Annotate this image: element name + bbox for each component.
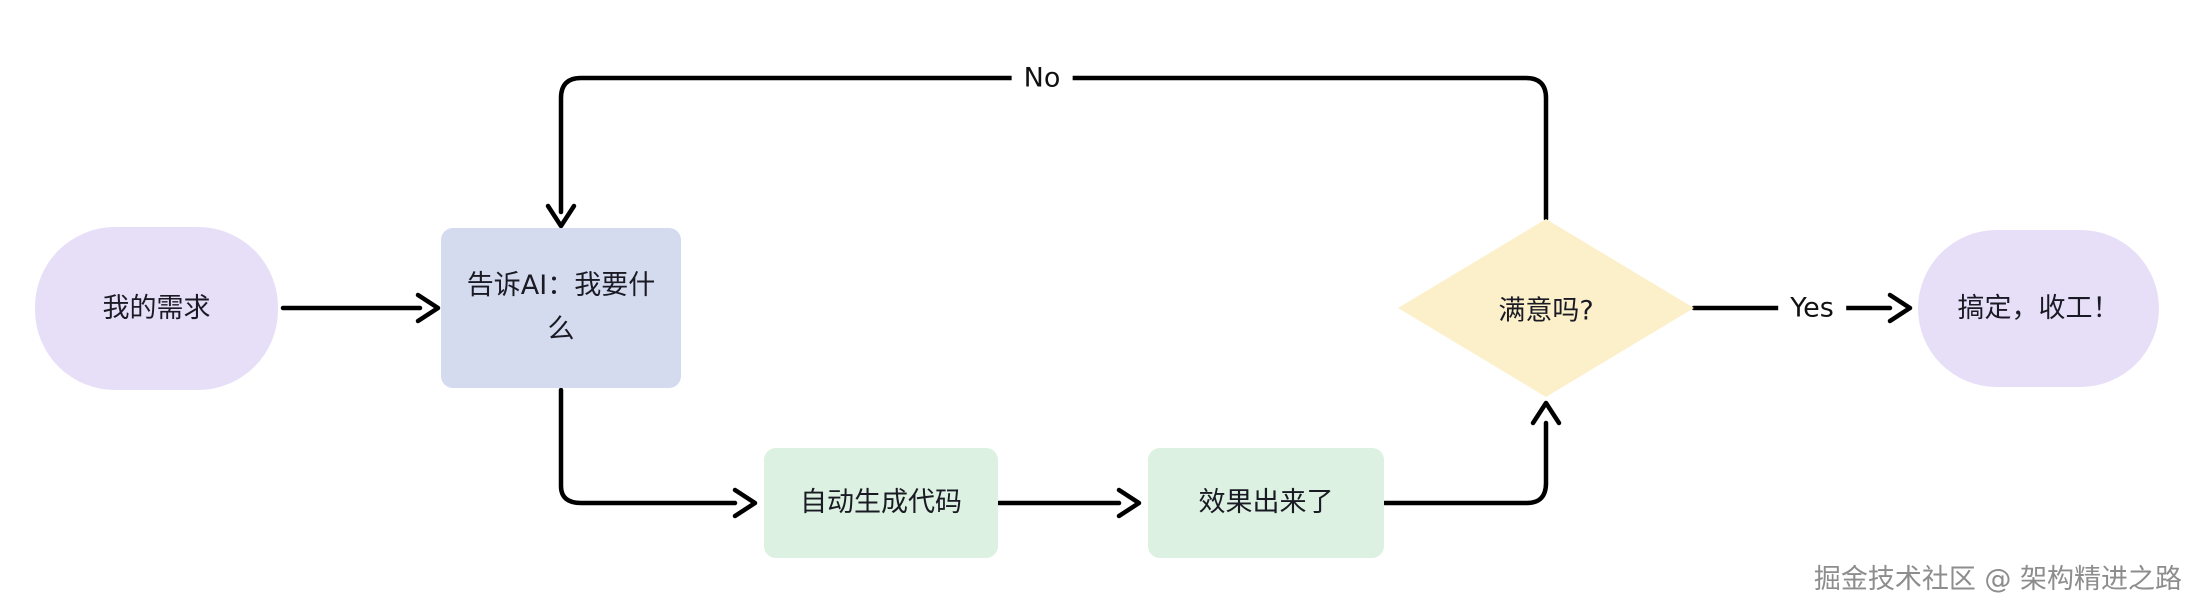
edge-label-yes: Yes	[1778, 292, 1846, 324]
node-result-label: 效果出来了	[1198, 487, 1334, 518]
watermark: 掘金技术社区 @ 架构精进之路	[1813, 564, 2182, 595]
edge-satisfied-to-tell-ai-no	[558, 75, 1549, 222]
arrowhead-down-icon	[545, 203, 577, 229]
node-start: 我的需求	[35, 227, 278, 390]
node-tell-ai: 告诉AI：我要什么	[441, 228, 681, 388]
node-generate-code: 自动生成代码	[764, 448, 998, 558]
node-result: 效果出来了	[1148, 448, 1384, 558]
node-satisfied-label: 满意吗?	[1498, 295, 1594, 327]
arrowhead-right-icon	[732, 487, 758, 519]
decision-diamond-shape	[1398, 219, 1694, 397]
node-generate-code-label: 自动生成代码	[800, 487, 962, 518]
node-start-label: 我的需求	[102, 292, 211, 324]
edge-label-no: No	[1011, 62, 1073, 94]
edge-tell-ai-to-generate	[558, 387, 738, 506]
node-tell-ai-label: 告诉AI：我要什么	[466, 270, 656, 345]
node-done: 搞定，收工！	[1918, 230, 2159, 387]
edge-result-to-satisfied	[1382, 420, 1549, 506]
node-done-label: 搞定，收工！	[1957, 292, 2120, 324]
arrowhead-up-icon	[1530, 400, 1562, 426]
arrowhead-right-icon	[1887, 292, 1913, 324]
arrowhead-right-icon	[415, 292, 441, 324]
arrowhead-right-icon	[1116, 487, 1142, 519]
